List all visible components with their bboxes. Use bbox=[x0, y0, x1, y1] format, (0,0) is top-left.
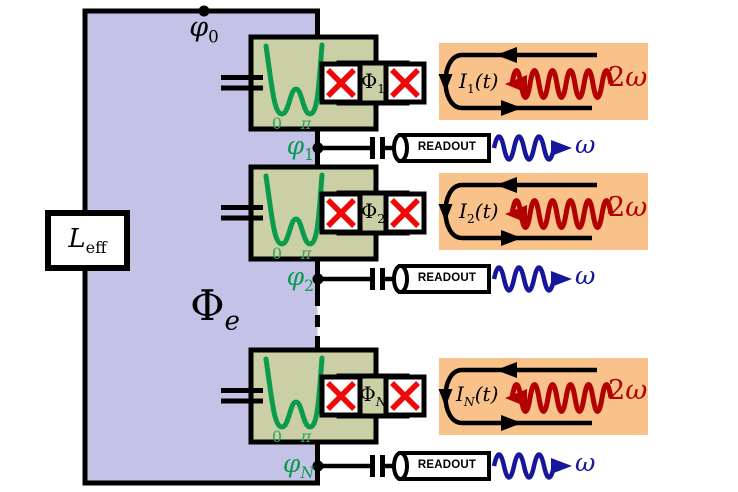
readout-frequency-label: ω bbox=[575, 130, 596, 159]
squid-flux-label: Φ1 bbox=[360, 69, 386, 96]
external-flux-label: Φe bbox=[190, 281, 240, 337]
readout-resonator bbox=[398, 133, 491, 163]
readout-resonator-cap bbox=[392, 264, 409, 294]
double-well-potential bbox=[263, 172, 325, 247]
readout-frequency-label: ω bbox=[575, 448, 596, 477]
drive-frequency-label: 2ω bbox=[608, 375, 648, 406]
drive-wave bbox=[509, 198, 614, 230]
drive-wave-arrow-icon bbox=[505, 75, 527, 93]
readout-resonator bbox=[398, 451, 491, 481]
drive-current-label: I1(t) bbox=[459, 69, 499, 96]
junction-cross-icon bbox=[390, 68, 420, 98]
shunt-capacitor bbox=[221, 205, 263, 221]
readout-label: READOUT bbox=[417, 459, 477, 471]
drive-wave bbox=[509, 382, 614, 414]
well-min-label: 0 bbox=[271, 114, 283, 133]
unit-1-graphics bbox=[221, 34, 648, 163]
loop-arrow-down-icon bbox=[438, 389, 453, 407]
loop-arrow-right-icon bbox=[501, 100, 522, 116]
coupling-capacitor bbox=[370, 268, 385, 290]
junction-cross-icon bbox=[326, 198, 356, 228]
readout-wave-arrow-icon bbox=[551, 140, 572, 156]
shunt-capacitor bbox=[221, 75, 263, 91]
loop-arrow-down-icon bbox=[438, 74, 453, 92]
readout-wave-arrow-icon bbox=[551, 271, 572, 287]
double-well-potential bbox=[263, 355, 325, 430]
loop-arrow-left-icon bbox=[496, 47, 517, 63]
inductor-label: Leff bbox=[68, 224, 107, 258]
drive-frequency-label: 2ω bbox=[608, 62, 648, 93]
shunt-capacitor bbox=[221, 388, 263, 404]
loop-arrow-left-icon bbox=[496, 362, 517, 378]
readout-resonator-cap bbox=[392, 133, 409, 163]
node-phi0-label: φ0 bbox=[189, 12, 219, 47]
drive-current-label: IN(t) bbox=[456, 382, 499, 409]
well-min-label: π bbox=[300, 114, 312, 133]
well-min-label: 0 bbox=[271, 244, 283, 263]
node-phi0-dot bbox=[198, 5, 210, 17]
drive-wave-arrow-icon bbox=[505, 389, 527, 407]
inductor-box bbox=[45, 210, 130, 271]
node-dot bbox=[312, 273, 324, 285]
double-well-potential bbox=[263, 42, 325, 117]
loop-arrow-right-icon bbox=[501, 230, 522, 246]
drive-frequency-label: 2ω bbox=[608, 192, 648, 223]
loop-arrow-down-icon bbox=[438, 204, 453, 222]
junction-cross-icon bbox=[326, 381, 356, 411]
squid-flux-label: ΦN bbox=[359, 382, 387, 409]
junction-cross-icon bbox=[390, 381, 420, 411]
drive-wave bbox=[509, 68, 614, 100]
drive-wave-arrow-icon bbox=[505, 205, 527, 223]
readout-wave bbox=[491, 452, 557, 480]
node-label: φN bbox=[282, 449, 314, 482]
well-min-label: π bbox=[300, 244, 312, 263]
readout-wave-arrow-icon bbox=[551, 458, 572, 474]
node-label: φ2 bbox=[286, 262, 314, 295]
loop-arrow-left-icon bbox=[496, 177, 517, 193]
loop-arrow-right-icon bbox=[501, 415, 522, 431]
readout-wave bbox=[491, 265, 557, 293]
readout-label: READOUT bbox=[417, 272, 477, 284]
unit-N-graphics bbox=[221, 347, 648, 481]
junction-cross-icon bbox=[326, 68, 356, 98]
unit-2-graphics bbox=[221, 164, 648, 294]
node-dot bbox=[312, 142, 324, 154]
node-label: φ1 bbox=[286, 131, 314, 164]
drive-current-label: I2(t) bbox=[459, 199, 499, 226]
readout-resonator-cap bbox=[392, 451, 409, 481]
readout-label: READOUT bbox=[417, 141, 477, 153]
readout-wave bbox=[491, 134, 557, 162]
readout-frequency-label: ω bbox=[575, 261, 596, 290]
well-min-label: 0 bbox=[271, 427, 283, 446]
junction-cross-icon bbox=[390, 198, 420, 228]
node-dot bbox=[312, 460, 324, 472]
readout-resonator bbox=[398, 264, 491, 294]
squid-flux-label: Φ2 bbox=[360, 199, 386, 226]
coupling-capacitor bbox=[370, 455, 385, 477]
well-min-label: π bbox=[300, 427, 312, 446]
coupling-capacitor bbox=[370, 137, 385, 159]
